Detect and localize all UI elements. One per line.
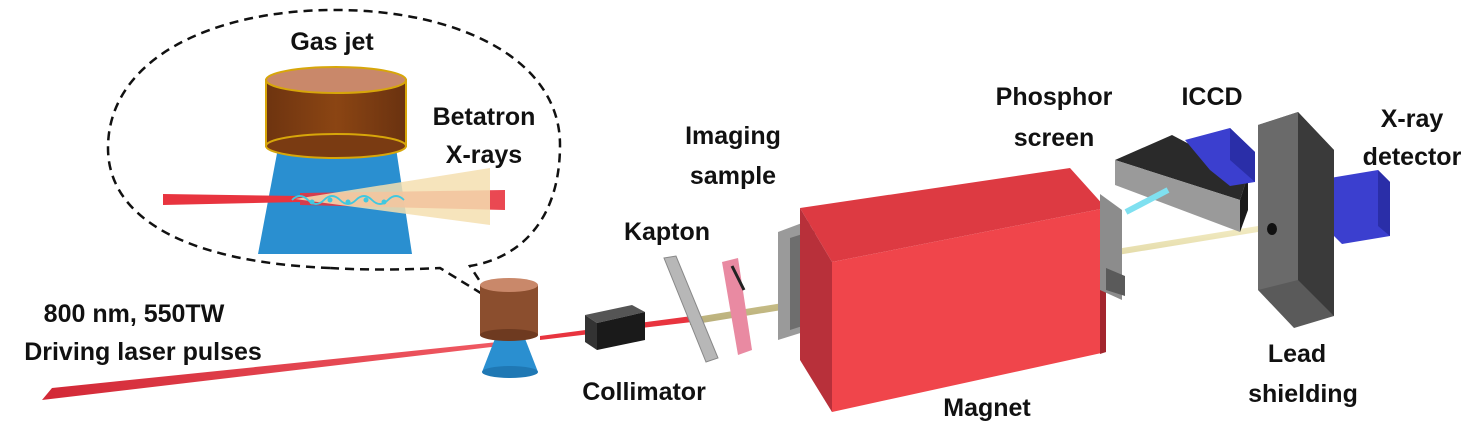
label-collimator: Collimator [582,378,706,406]
label-xray-1: X-ray [1381,105,1444,133]
xray-detector [1330,170,1390,244]
inset-electrons [309,197,387,205]
inset-laser-in [163,194,300,205]
label-phosphor-2: screen [1014,124,1095,152]
label-iccd: ICCD [1181,83,1242,111]
label-betatron-2: X-rays [446,141,522,169]
plasma-cone [482,336,538,372]
callout-outline [106,8,562,302]
phosphor-emission [1124,187,1170,215]
lead-shielding [1258,112,1334,328]
callout-bubble [106,8,562,302]
label-imaging-1: Imaging [685,122,781,150]
label-gas-jet: Gas jet [290,28,374,56]
label-laser-2: Driving laser pulses [24,338,262,366]
label-magnet: Magnet [943,394,1031,422]
iccd-camera [1185,128,1255,186]
label-betatron-1: Betatron [433,103,536,131]
label-laser-1: 800 nm, 550TW [44,300,225,328]
magnet [778,168,1125,412]
label-lead-2: shielding [1248,380,1358,408]
collimator [585,305,645,350]
label-phosphor-1: Phosphor [996,83,1113,111]
label-kapton: Kapton [624,218,710,246]
label-lead-1: Lead [1268,340,1326,368]
imaging-sample [722,258,752,355]
inset-gas-jet [265,66,407,159]
label-imaging-2: sample [690,162,776,190]
label-xray-2: detector [1363,143,1462,171]
kapton-window [663,255,719,363]
driving-laser-beam [42,342,500,400]
lead-aperture [1267,223,1277,235]
phosphor-screen [1115,135,1248,232]
gas-jet [480,278,538,378]
